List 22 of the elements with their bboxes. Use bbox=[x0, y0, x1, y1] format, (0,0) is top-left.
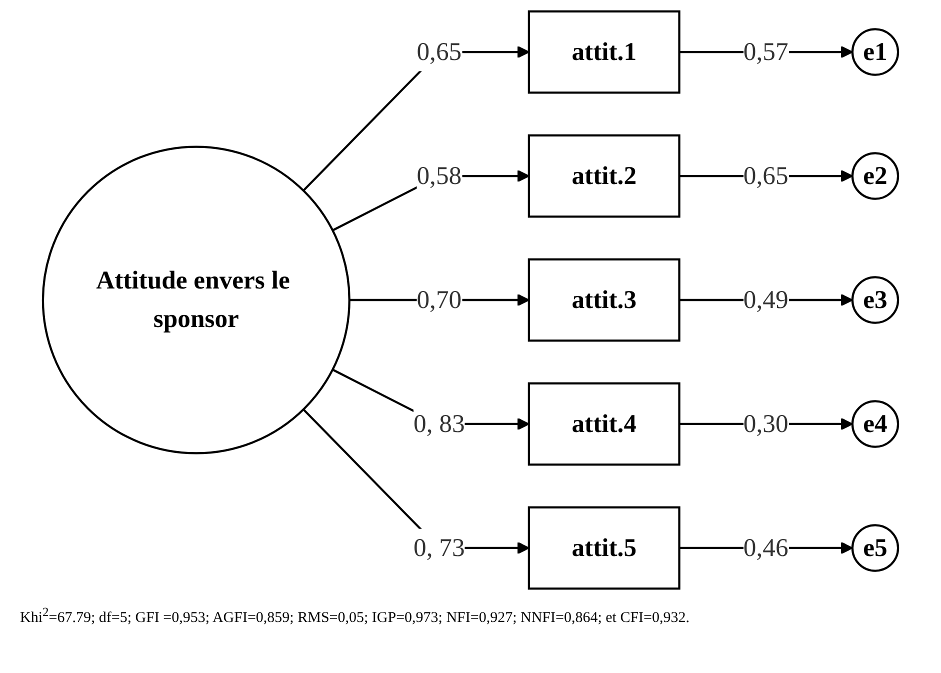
edge-label: 0,30 bbox=[743, 409, 788, 438]
node-circle: e4 bbox=[851, 400, 900, 448]
node-circle: e1 bbox=[851, 28, 900, 76]
node-box: attit.1 bbox=[528, 10, 680, 94]
edge-label: 0,57 bbox=[743, 37, 788, 66]
node-box: attit.4 bbox=[528, 382, 680, 466]
node-circle: Attitude envers le sponsor bbox=[42, 146, 350, 454]
node-circle: e3 bbox=[851, 276, 900, 324]
node-box: attit.5 bbox=[528, 506, 680, 590]
node-box: attit.3 bbox=[528, 258, 680, 342]
edge-label: 0,58 bbox=[416, 161, 462, 190]
edge-label: 0, 83 bbox=[414, 409, 465, 438]
node-box: attit.2 bbox=[528, 134, 680, 218]
node-circle: e5 bbox=[851, 524, 900, 572]
edge-label: 0,65 bbox=[743, 161, 788, 190]
fit-statistics-note: Khi$^{2}$=67.79; df=5; GFI =0,953; AGFI=0,859; RMS=0,05; IGP=0,973; NFI=0,927; NNFI=0,864; et CFI=0,932. bbox=[20, 605, 690, 627]
edge-label: 0,70 bbox=[416, 285, 462, 314]
edge-label: 0, 73 bbox=[414, 533, 465, 562]
edge-label: 0,65 bbox=[416, 37, 462, 66]
node-circle: e2 bbox=[851, 152, 900, 200]
edge-label: 0,46 bbox=[743, 533, 788, 562]
edge-label: 0,49 bbox=[743, 285, 788, 314]
